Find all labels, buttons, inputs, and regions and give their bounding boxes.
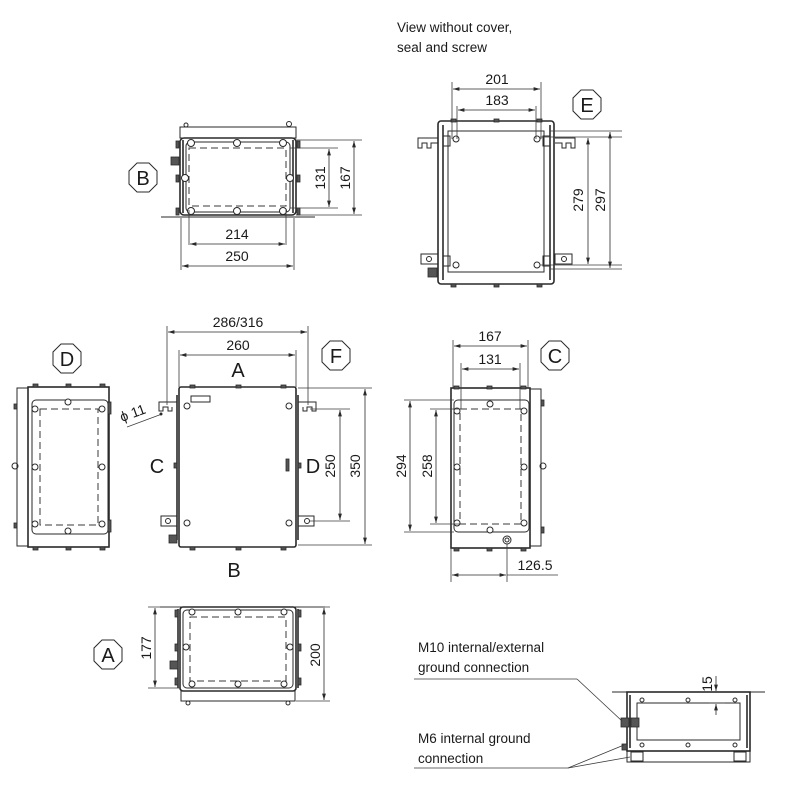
view-a-label: A: [101, 645, 115, 667]
view-d: D: [11, 343, 112, 551]
view-c-octagon-badge: C: [540, 340, 570, 371]
view-b-label: B: [136, 168, 149, 190]
cable-gland-icon: [170, 156, 180, 166]
dim-b-outer-width: 250: [225, 248, 249, 264]
side-label-right: D: [306, 456, 320, 478]
side-label-top: A: [231, 360, 245, 382]
dim-c-outer-width: 167: [478, 328, 502, 344]
dim-e-outer-height: 297: [592, 188, 608, 212]
dim-b-inner-width: 214: [225, 226, 249, 242]
dim-e-outer-width: 201: [485, 71, 509, 87]
view-e-label: E: [580, 95, 593, 117]
view-e-caption-line1: View without cover,: [397, 20, 513, 35]
view-b: B 214 250 131: [128, 121, 362, 270]
view-f: F A B C D 286/316 260: [118, 314, 372, 582]
m10-ground-note: M10 internal/external ground connection: [418, 638, 544, 678]
view-d-label: D: [60, 349, 74, 371]
handle-icon: [285, 458, 290, 472]
view-f-octagon-badge: F: [321, 340, 351, 371]
dim-f-mount-width: 286/316: [213, 314, 264, 330]
view-b-octagon-badge: B: [128, 162, 158, 193]
side-label-left: C: [150, 456, 164, 478]
view-c-label: C: [548, 346, 562, 368]
dim-f-body-width: 260: [226, 337, 250, 353]
side-label-bottom: B: [227, 560, 240, 582]
dim-e-inner-width: 183: [485, 92, 509, 108]
m10-note-line1: M10 internal/external: [418, 640, 545, 655]
view-e-octagon-badge: E: [572, 89, 602, 120]
view-a: A 177 200: [93, 606, 330, 706]
view-f-label: F: [330, 346, 342, 368]
view-e-caption: View without cover, seal and screw: [397, 18, 512, 58]
view-a-octagon-badge: A: [93, 639, 123, 670]
m10-bolt-icon: [620, 717, 630, 728]
dim-ground-offset: 15: [699, 676, 715, 692]
dim-c-outer-height: 294: [393, 454, 409, 478]
ground-connection-detail: 15: [414, 676, 765, 769]
m6-note-line1: M6 internal ground: [418, 731, 531, 746]
m6-ground-note: M6 internal ground connection: [418, 729, 531, 769]
dim-f-body-height: 350: [347, 454, 363, 478]
dim-b-outer-height: 167: [337, 166, 353, 190]
dim-a-outer-height: 200: [307, 643, 323, 667]
dim-c-inner-height: 258: [419, 454, 435, 478]
view-e: E 201 183 279: [417, 71, 622, 288]
dim-b-inner-height: 131: [312, 166, 328, 190]
dim-c-gland-offset: 126.5: [517, 557, 552, 573]
dim-c-inner-width: 131: [478, 351, 502, 367]
m6-note-line2: connection: [418, 751, 484, 766]
dim-f-mount-height: 250: [322, 454, 338, 478]
m10-note-line2: ground connection: [418, 660, 530, 675]
dim-e-inner-height: 279: [570, 188, 586, 212]
view-c: C 167 131 294 258: [393, 328, 570, 582]
view-d-octagon-badge: D: [52, 343, 82, 374]
view-e-caption-line2: seal and screw: [397, 40, 488, 55]
cable-gland-icon: [502, 535, 512, 545]
m6-bolt-icon: [621, 743, 628, 751]
nameplate-icon: [190, 395, 211, 403]
dim-a-inner-height: 177: [138, 636, 154, 660]
